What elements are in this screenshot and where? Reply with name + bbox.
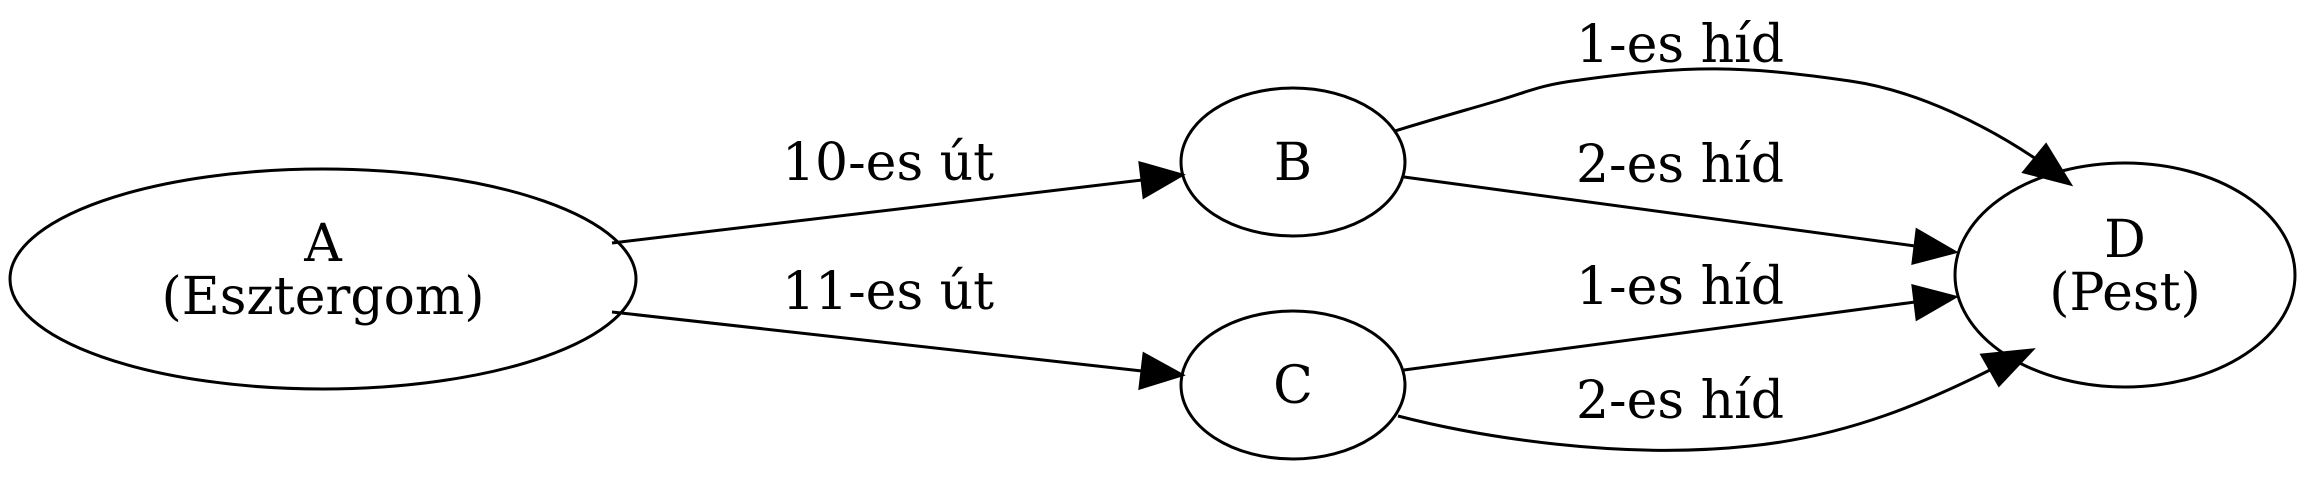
edge-b-d-2-label: 2-es híd	[1576, 135, 1784, 195]
node-b: B	[1179, 86, 1407, 238]
edge-b-d-1-arrowhead	[2021, 142, 2074, 187]
edge-b-d-1-line	[1394, 67, 2037, 161]
node-d-subtitle: (Pest)	[2049, 263, 2201, 323]
node-d-shape	[1953, 161, 2297, 389]
edge-a-b-label: 10-es út	[782, 133, 994, 193]
edge-c-d-1-label: 1-es híd	[1576, 257, 1784, 317]
edge-a-c-arrowhead	[1138, 351, 1186, 391]
node-b-shape	[1179, 86, 1407, 238]
edge-b-d-2-arrowhead	[1911, 227, 1959, 266]
node-c-shape	[1179, 309, 1407, 461]
edge-b-d-1-label: 1-es híd	[1576, 15, 1784, 75]
edge-a-b-line	[611, 178, 1143, 245]
edge-a-c: 11-es út	[611, 262, 1186, 391]
node-a: A (Esztergom)	[8, 167, 638, 391]
edge-b-d-1: 1-es híd	[1394, 15, 2074, 187]
edge-c-d-2: 2-es híd	[1397, 348, 2036, 452]
edge-c-d-1: 1-es híd	[1403, 257, 1959, 372]
edge-a-b-arrowhead	[1138, 160, 1186, 200]
edge-c-d-2-arrowhead	[1979, 348, 2036, 388]
node-c-title: C	[1273, 356, 1313, 416]
node-d-title: D	[2104, 210, 2146, 270]
node-c: C	[1179, 309, 1407, 461]
edge-a-c-line	[611, 310, 1143, 373]
edge-a-c-label: 11-es út	[782, 262, 994, 322]
node-a-subtitle: (Esztergom)	[161, 267, 484, 327]
node-b-title: B	[1274, 133, 1312, 193]
edge-c-d-1-line	[1403, 300, 1916, 372]
edge-c-d-1-arrowhead	[1911, 283, 1959, 322]
edge-c-d-2-line	[1397, 368, 1991, 452]
node-d: D (Pest)	[1953, 161, 2297, 389]
node-a-shape	[8, 167, 638, 391]
edge-a-b: 10-es út	[611, 133, 1186, 245]
edge-c-d-2-label: 2-es híd	[1576, 371, 1784, 431]
edge-b-d-2: 2-es híd	[1403, 135, 1959, 266]
edge-b-d-2-line	[1403, 175, 1916, 248]
node-a-title: A	[303, 214, 343, 274]
